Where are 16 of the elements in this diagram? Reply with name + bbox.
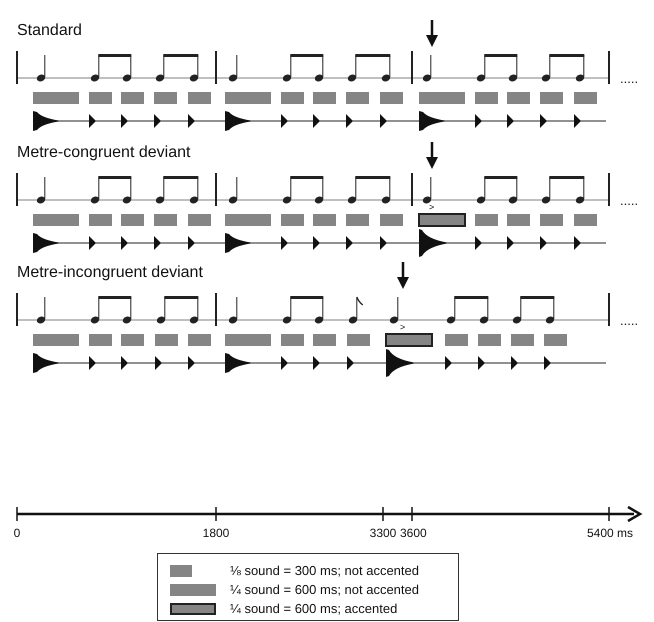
ellipsis: ..... bbox=[620, 314, 638, 327]
legend-text: ¼ sound = 600 ms; not accented bbox=[230, 583, 419, 596]
row-heading: Standard bbox=[17, 23, 82, 39]
tick-label: 3300 bbox=[370, 527, 396, 539]
accent-mark: > bbox=[400, 323, 406, 332]
row-heading: Metre-congruent deviant bbox=[17, 145, 190, 161]
tick-label: 1800 bbox=[202, 527, 230, 539]
row-heading: Metre-incongruent deviant bbox=[17, 265, 203, 281]
accent-mark: > bbox=[429, 203, 434, 212]
ellipsis: ..... bbox=[620, 72, 638, 85]
tick-label: 3600 bbox=[400, 527, 427, 539]
legend-text: ⅛ sound = 300 ms; not accented bbox=[230, 564, 419, 577]
tick-label: 0 bbox=[14, 527, 20, 539]
tick-label: 5400 ms bbox=[587, 527, 634, 539]
ellipsis: ..... bbox=[620, 194, 638, 207]
legend-text: ¼ sound = 600 ms; accented bbox=[230, 602, 398, 615]
